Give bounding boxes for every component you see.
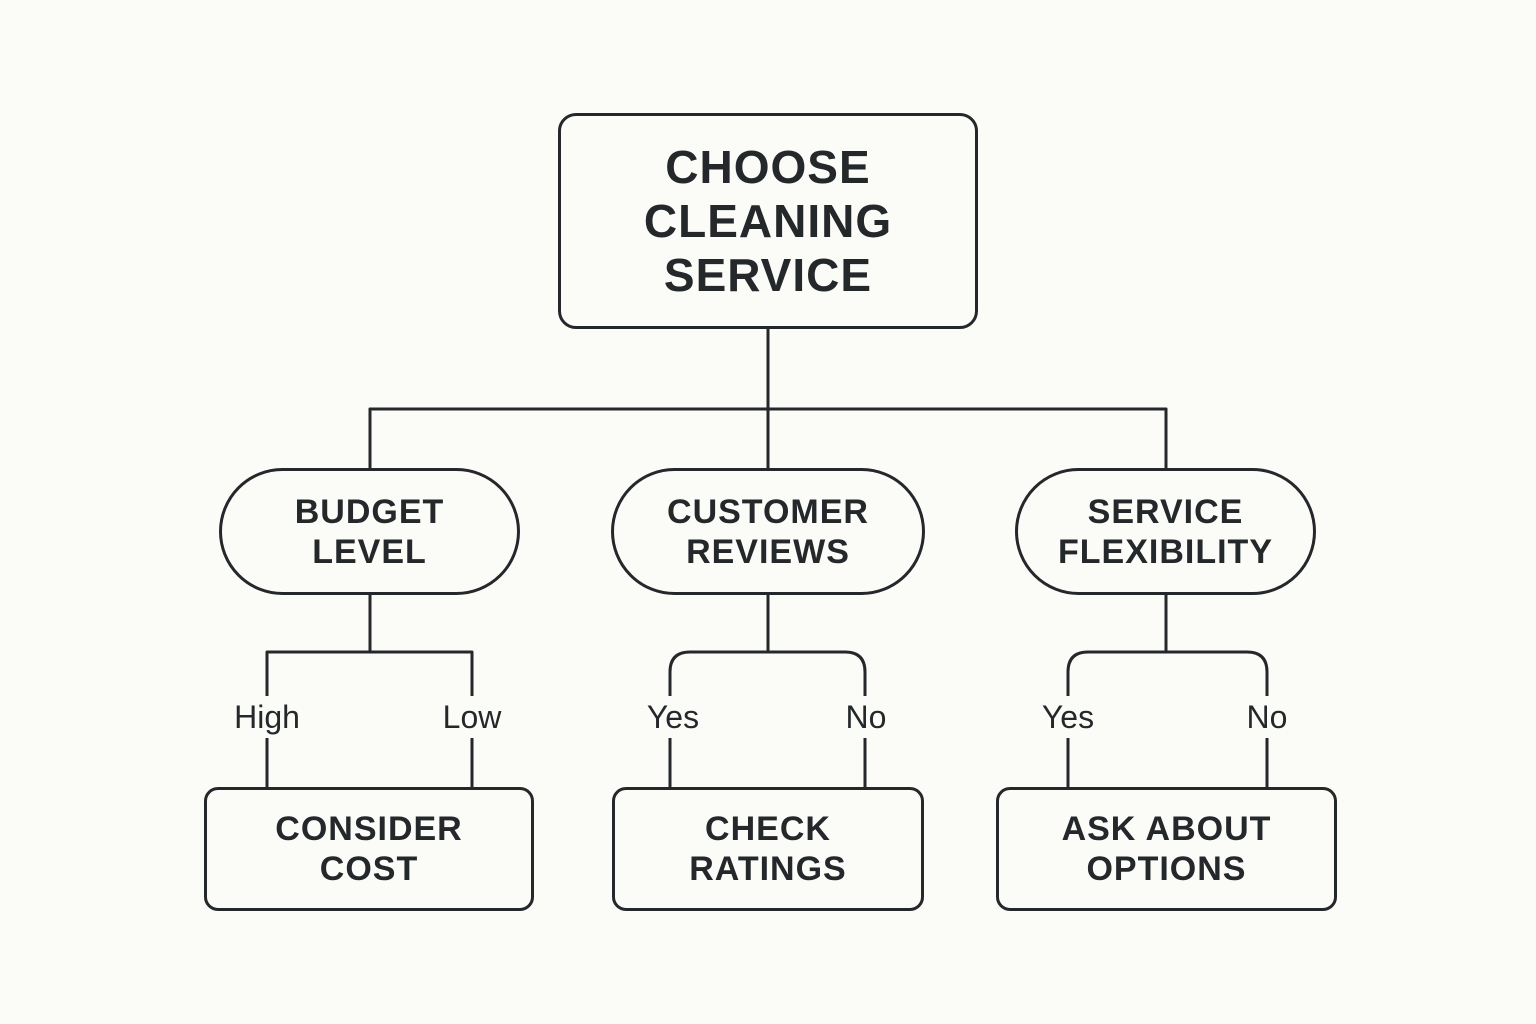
root-node: CHOOSE CLEANING SERVICE	[558, 113, 978, 329]
branch-label-reviews-yes: Yes	[642, 696, 704, 738]
criterion-label: SERVICE FLEXIBILITY	[1058, 492, 1273, 571]
branch-label-flex-yes: Yes	[1037, 696, 1099, 738]
branch-label-reviews-no: No	[841, 696, 891, 738]
criterion-service-flexibility: SERVICE FLEXIBILITY	[1015, 468, 1316, 595]
action-label: ASK ABOUT OPTIONS	[1061, 810, 1272, 888]
branch-label-high: High	[230, 696, 304, 738]
action-label: CONSIDER COST	[275, 810, 463, 888]
action-label: CHECK RATINGS	[689, 810, 847, 888]
root-label: CHOOSE CLEANING SERVICE	[643, 141, 893, 301]
criterion-customer-reviews: CUSTOMER REVIEWS	[611, 468, 925, 595]
branch-label-flex-no: No	[1242, 696, 1292, 738]
budget-fork-line	[265, 650, 474, 700]
criterion-label: CUSTOMER REVIEWS	[667, 492, 869, 571]
action-ask-about-options: ASK ABOUT OPTIONS	[996, 787, 1337, 911]
action-consider-cost: CONSIDER COST	[204, 787, 534, 911]
reviews-fork-line	[668, 650, 867, 700]
action-check-ratings: CHECK RATINGS	[612, 787, 924, 911]
criterion-label: BUDGET LEVEL	[294, 492, 445, 571]
flex-fork-line	[1066, 650, 1269, 700]
branch-label-low: Low	[438, 696, 506, 738]
criterion-budget-level: BUDGET LEVEL	[219, 468, 520, 595]
